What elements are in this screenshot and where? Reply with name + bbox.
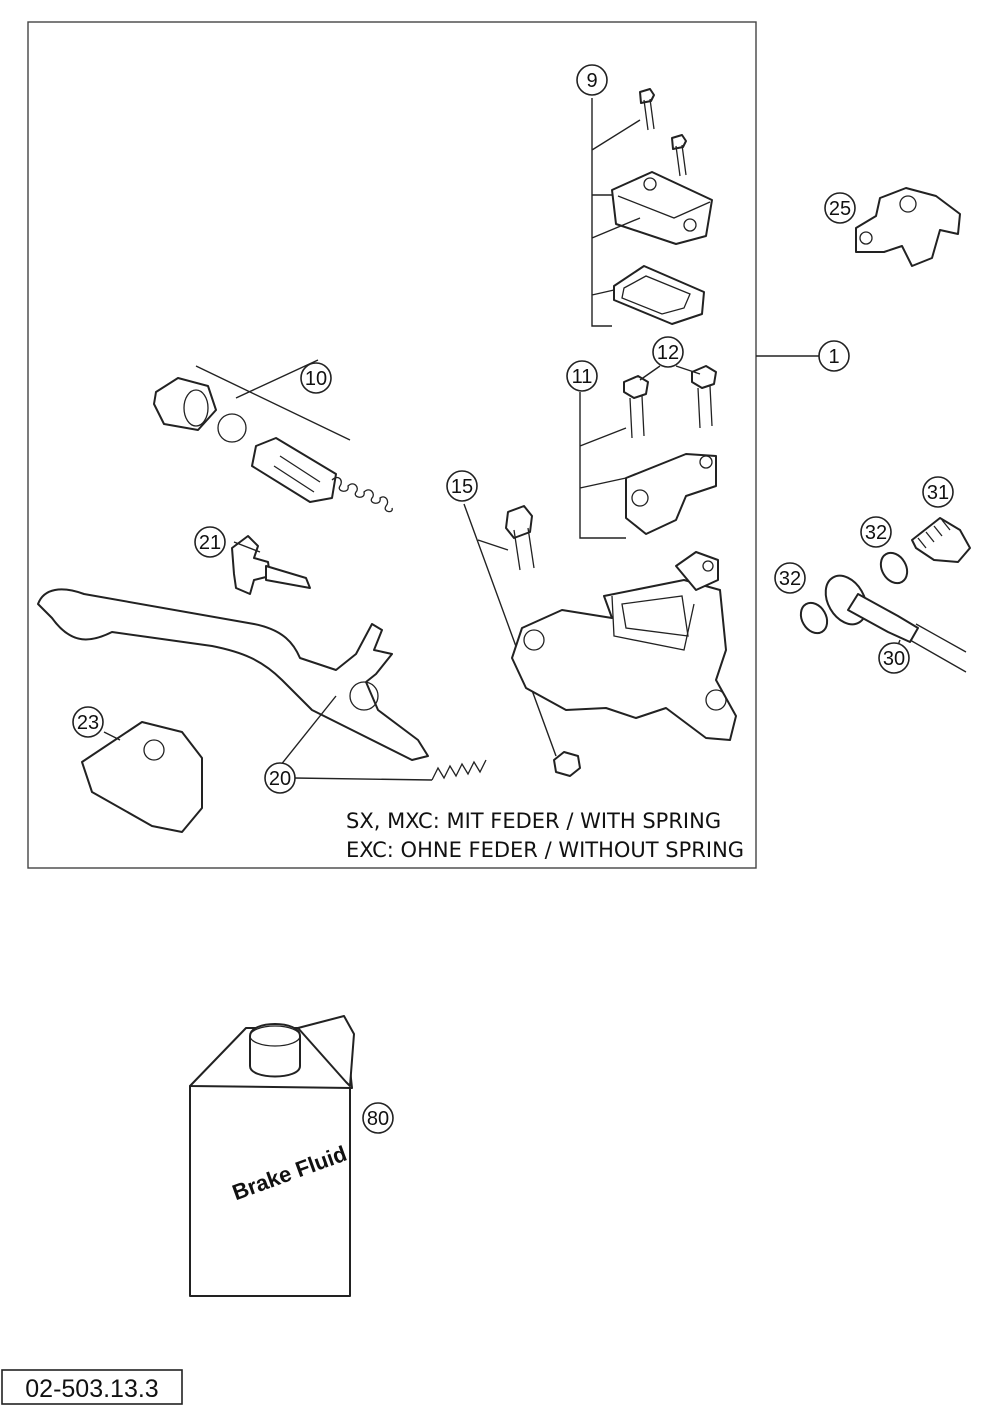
callout-9: 9 — [586, 70, 597, 92]
part-30-brake-hose — [824, 574, 967, 673]
callout-circle-12 — [652, 336, 684, 368]
callout-80: 80 — [367, 1108, 389, 1130]
callout-circle-30 — [878, 642, 910, 674]
part-12-clamp-screws — [623, 365, 717, 439]
callout-30: 30 — [883, 648, 905, 670]
callout-12: 12 — [657, 342, 679, 364]
callout-circle-9 — [576, 64, 608, 96]
callout-circle-23 — [72, 706, 104, 738]
callout-10: 10 — [305, 368, 327, 390]
part-20-lever — [37, 588, 429, 767]
diagram-code: 02-503.13.3 — [25, 1375, 158, 1403]
callout-32-lower: 32 — [779, 568, 801, 590]
callout-circle-80 — [362, 1102, 394, 1134]
part-1-master-cylinder — [511, 551, 737, 741]
callout-circle-1 — [818, 340, 850, 372]
callout-circle-21 — [194, 526, 226, 558]
callout-31: 31 — [927, 482, 949, 504]
part-32-washer-lower — [799, 601, 829, 635]
part-23-boot — [81, 721, 203, 833]
callout-circle-25 — [824, 192, 856, 224]
callout-23: 23 — [77, 712, 99, 734]
callout-32-upper: 32 — [865, 522, 887, 544]
spring-note-line-2: EXC: OHNE FEDER / WITHOUT SPRING — [346, 838, 744, 862]
callout-20: 20 — [269, 768, 291, 790]
part-10-piston-kit — [153, 359, 393, 513]
part-31-banjo-bolt — [911, 517, 971, 563]
callout-circle-15 — [446, 470, 478, 502]
callout-circles — [72, 64, 954, 1134]
assembly-frame — [27, 21, 757, 869]
callout-circle-32b — [774, 562, 806, 594]
leader-12 — [639, 365, 701, 381]
callout-circle-20 — [264, 762, 296, 794]
callout-circle-11 — [566, 360, 598, 392]
part-25-clamp — [855, 187, 961, 267]
callout-1: 1 — [828, 346, 839, 368]
spring-note-line-1: SX, MXC: MIT FEDER / WITH SPRING — [346, 809, 721, 833]
part-80-brake-fluid-bottle — [189, 1015, 355, 1297]
callout-15: 15 — [451, 476, 473, 498]
part-9-reservoir-cover — [591, 88, 713, 327]
diagram-code-box — [1, 1369, 183, 1405]
part-15-pivot-bolt — [463, 503, 581, 777]
part-21-adjuster — [231, 535, 311, 595]
callout-circle-32a — [860, 516, 892, 548]
part-20-spring — [293, 759, 487, 781]
callout-11: 11 — [572, 366, 593, 388]
callout-circle-31 — [922, 476, 954, 508]
callout-25: 25 — [829, 198, 851, 220]
part-11-clamp — [579, 392, 717, 539]
part-32-washer-upper — [879, 551, 909, 585]
callout-21: 21 — [199, 532, 221, 554]
callout-circle-10 — [300, 362, 332, 394]
